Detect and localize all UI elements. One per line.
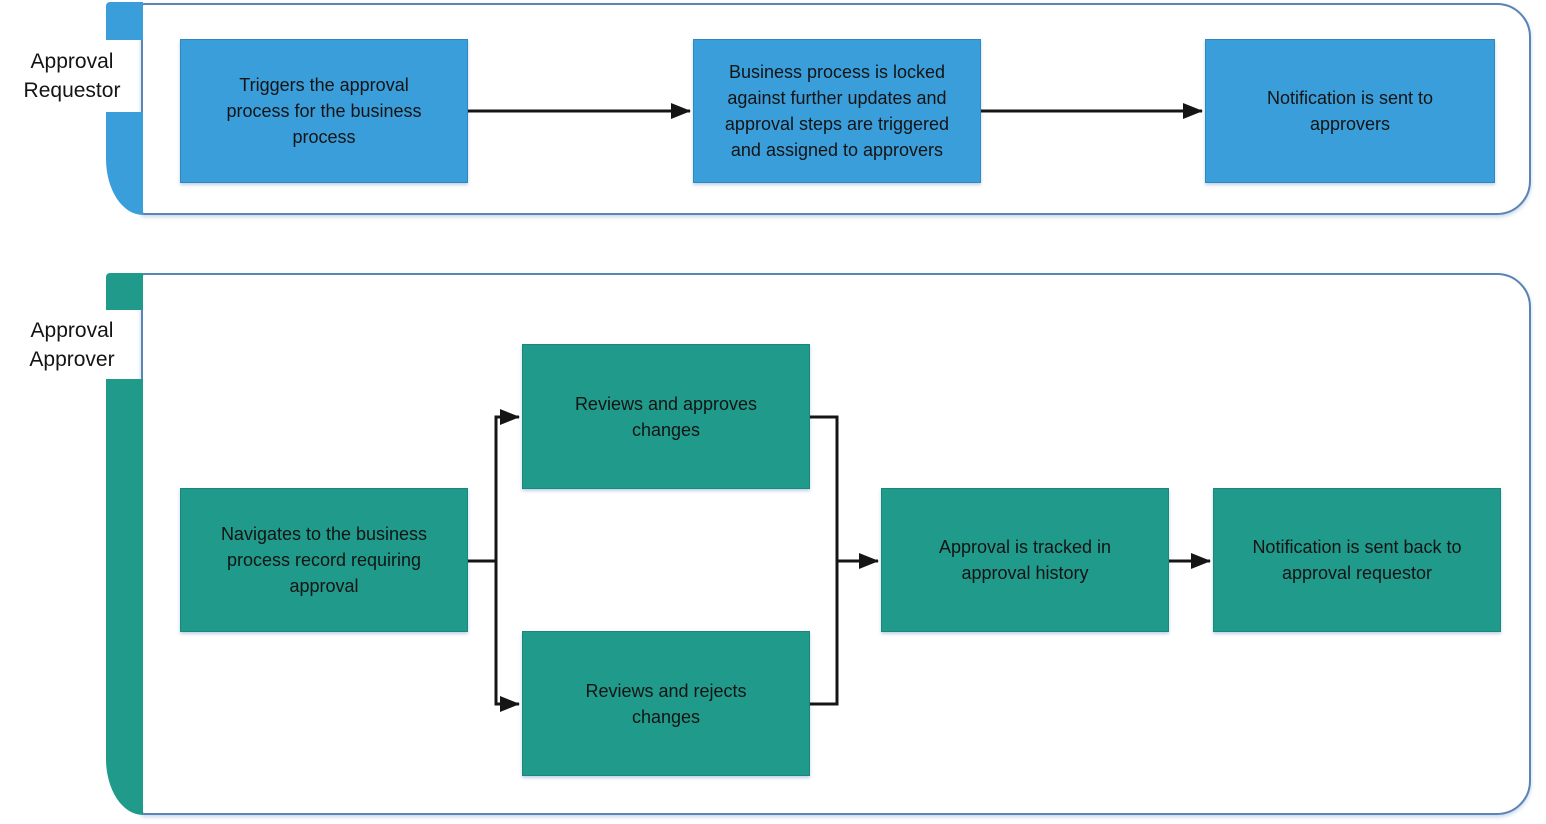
node-reviews-and-approves-changes: Reviews and approves changes: [522, 344, 810, 489]
node-business-process-locked: Business process is locked against furth…: [693, 39, 981, 183]
lane-label-approval-approver: Approval Approver: [29, 319, 115, 371]
node-triggers-approval-process: Triggers the approval process for the bu…: [180, 39, 468, 183]
node-text: Business process is locked against furth…: [724, 62, 950, 160]
node-text: Triggers the approval process for the bu…: [226, 75, 422, 147]
lane-requestor-tab-bottom: [106, 112, 143, 215]
node-navigates-to-business-process-record: Navigates to the business process record…: [180, 488, 468, 632]
lane-approver-tab-top: [106, 273, 143, 310]
node-text: Notification is sent back to approval re…: [1252, 537, 1462, 583]
node-notification-sent-back-to-requestor: Notification is sent back to approval re…: [1213, 488, 1501, 632]
node-text: Approval is tracked in approval history: [938, 537, 1112, 583]
lane-requestor-tab-top: [106, 2, 143, 40]
node-reviews-and-rejects-changes: Reviews and rejects changes: [522, 631, 810, 776]
node-text: Notification is sent to approvers: [1266, 88, 1434, 134]
lane-label-approval-requestor: Approval Requestor: [23, 50, 121, 102]
node-approval-tracked-in-history: Approval is tracked in approval history: [881, 488, 1169, 632]
node-text: Reviews and rejects changes: [585, 680, 747, 727]
node-text: Reviews and approves changes: [574, 393, 758, 440]
node-notification-sent-to-approvers: Notification is sent to approvers: [1205, 39, 1495, 183]
lane-approver-tab-bottom: [106, 379, 143, 815]
node-text: Navigates to the business process record…: [220, 524, 428, 596]
